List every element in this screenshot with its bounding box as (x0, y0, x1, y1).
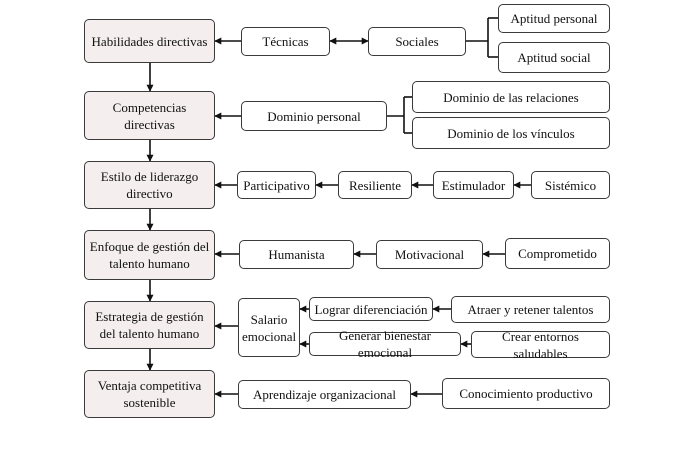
node-sociales: Sociales (368, 27, 466, 56)
node-comprometido: Comprometido (505, 238, 610, 269)
node-participativo: Participativo (237, 171, 316, 199)
node-crear-entornos-saludables: Crear entornos saludables (471, 329, 610, 361)
node-sistemico: Sistémico (531, 171, 610, 199)
node-conocimiento-productivo: Conocimiento productivo (442, 378, 610, 409)
node-estimulador: Estimulador (433, 171, 514, 199)
node-resiliente: Resiliente (338, 171, 412, 199)
main-node-competencias-directivas: Competencias directivas (84, 91, 215, 140)
node-aptitud-personal: Aptitud personal (498, 4, 610, 33)
main-node-habilidades-directivas: Habilidades directivas (84, 19, 215, 63)
main-node-ventaja-competitiva: Ventaja competitiva sostenible (84, 370, 215, 418)
node-humanista: Humanista (239, 240, 354, 269)
node-tecnicas: Técnicas (241, 27, 330, 56)
main-node-estilo-de-liderazgo: Estilo de liderazgo directivo (84, 161, 215, 209)
node-salario-emocional: Salario emocional (238, 298, 300, 357)
main-node-estrategia-de-gestion: Estrategia de gestión del talento humano (84, 301, 215, 349)
main-node-enfoque-de-gestion: Enfoque de gestión del talento humano (84, 230, 215, 280)
node-lograr-diferenciacion: Lograr diferenciación (309, 297, 433, 321)
node-dominio-de-los-vinculos: Dominio de los vínculos (412, 117, 610, 149)
node-atraer-y-retener-talentos: Atraer y retener talentos (451, 296, 610, 323)
node-aprendizaje-organizacional: Aprendizaje organizacional (238, 380, 411, 409)
node-generar-bienestar-emocional: Generar bienestar emocional (309, 328, 461, 360)
node-motivacional: Motivacional (376, 240, 483, 269)
node-dominio-personal: Dominio personal (241, 101, 387, 131)
node-aptitud-social: Aptitud social (498, 42, 610, 73)
node-dominio-de-las-relaciones: Dominio de las relaciones (412, 81, 610, 113)
